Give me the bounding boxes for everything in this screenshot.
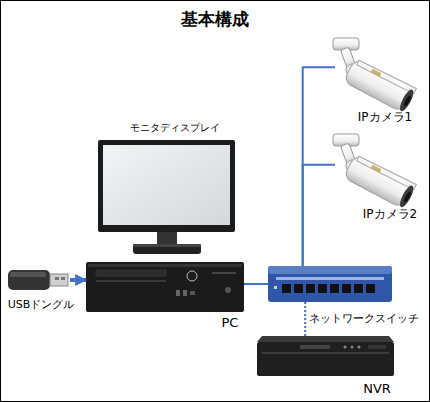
ip-camera: IPカメラ1 <box>335 36 415 116</box>
network-cable <box>304 302 306 336</box>
network-cable <box>303 165 335 266</box>
ip-camera: IPカメラ2 <box>335 132 415 212</box>
ip-camera-art <box>333 38 417 114</box>
diagram-title: 基本構成 <box>0 8 430 31</box>
nvr-recorder: NVR <box>257 336 394 378</box>
network-cable <box>303 67 335 266</box>
usb-dongle: USBドングル <box>8 268 70 292</box>
network-cable <box>244 283 268 285</box>
connection-arrow <box>70 278 86 282</box>
usb-dongle-art <box>8 270 68 290</box>
network-switch-art <box>268 266 392 302</box>
pc-unit: PC <box>86 262 244 312</box>
device-label: IPカメラ1 <box>345 111 425 125</box>
device-label: ネットワークスイッチ <box>298 313 430 326</box>
device-label: IPカメラ2 <box>350 208 430 222</box>
device-label: モニタディスプレイ <box>95 122 255 134</box>
monitor-display: モニタディスプレイ <box>98 140 235 255</box>
network-switch: ネットワークスイッチ <box>268 266 392 302</box>
ip-camera-art <box>333 134 417 210</box>
device-label: PC <box>205 316 255 331</box>
monitor-art <box>98 140 235 254</box>
device-label: NVR <box>348 382 406 397</box>
nvr-art <box>257 336 394 376</box>
pc-art <box>86 262 244 312</box>
device-label: USBドングル <box>0 299 82 312</box>
